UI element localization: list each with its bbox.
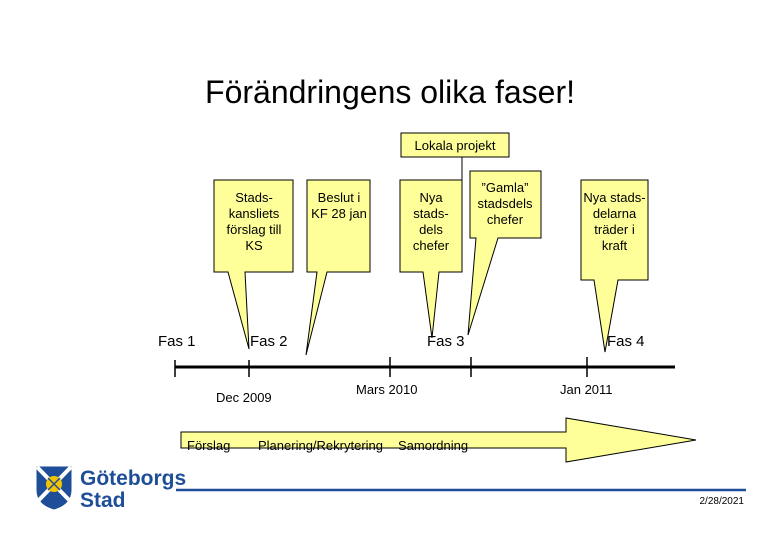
callout-nya-chefer [399,179,463,339]
callout-nya-delarna-text: Nya stads-delarna träder i kraft [583,190,646,253]
goteborg-crest-icon [35,465,73,510]
logo-line-1: Göteborgs [80,467,187,490]
logo-wordmark: Göteborgs Stad [80,468,186,512]
logo-line-2: Stad [80,489,126,512]
arrow-label-forslag: Förslag [187,438,231,453]
callout-lokala-text: Lokala projekt [414,138,496,153]
callout-stadskansliet [213,179,294,350]
date-mars-2010: Mars 2010 [356,382,418,397]
arrow-label-planering: Planering/Rekrytering [258,438,384,453]
arrow-label-samordning: Samordning [398,438,469,453]
callout-gamla [467,170,542,336]
date-dec-2009: Dec 2009 [216,390,272,405]
phase-fas4: Fas 4 [607,333,645,350]
callout-gamla-text: ”Gamla” stadsdels chefer [477,180,533,227]
big-arrow [180,417,697,463]
phase-fas3: Fas 3 [427,333,465,350]
phase-fas2: Fas 2 [250,333,288,350]
phase-fas1: Fas 1 [158,333,196,350]
callout-beslut-text: Beslut i KF 28 jan [311,190,367,221]
slide-title: Förändringens olika faser! [205,74,575,110]
footer-date: 2/28/2021 [699,496,745,507]
callout-nya-chefer-text: Nya stads-dels chefer [412,190,450,253]
callout-beslut [305,179,371,356]
callout-lokala [400,132,510,158]
callout-stadskansliet-text: Stads-kansliets förslag till KS [226,190,282,253]
date-jan-2011: Jan 2011 [560,382,613,397]
callout-nya-delarna [580,179,649,353]
